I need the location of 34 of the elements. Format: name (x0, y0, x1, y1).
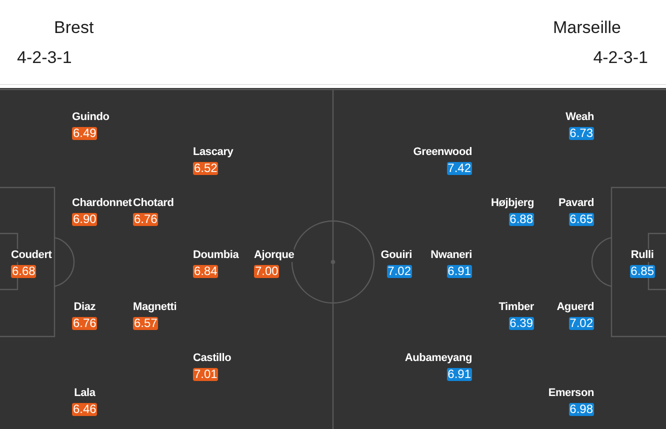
rating-badge: 6.49 (72, 126, 98, 140)
player-name: Pavard (558, 196, 594, 210)
player-name: Lala (72, 386, 98, 400)
rating-badge: 6.52 (193, 162, 218, 174)
team-name: Marseille (552, 18, 621, 38)
player-name: Ajorque (254, 248, 294, 262)
player-name: Lascary (193, 146, 234, 158)
player-name: Magnetti (133, 300, 177, 314)
player-name: Chotard (133, 196, 174, 210)
player-name: Timber (498, 300, 534, 314)
player-name: Chardonnet (72, 196, 132, 210)
formation-label: 4-2-3-1 (17, 48, 72, 68)
rating-badge: 6.68 (11, 264, 36, 278)
rating-badge: 6.46 (72, 402, 98, 416)
player-name: Aubameyang (404, 352, 472, 364)
player-name: Højbjerg (490, 196, 534, 210)
player-name: Nwaneri (430, 248, 472, 262)
rating-badge: 7.01 (193, 368, 218, 380)
rating-badge: 6.84 (193, 264, 218, 278)
player-name: Aguerd (556, 300, 594, 314)
rating-badge: 6.57 (133, 316, 158, 330)
player-name: Emerson (548, 386, 594, 400)
formation-label: 4-2-3-1 (593, 48, 648, 68)
player-name: Diaz (72, 300, 98, 314)
rating-badge: 7.00 (254, 264, 280, 278)
rating-badge: 6.90 (72, 212, 98, 226)
player-name: Greenwood (413, 146, 472, 158)
rating-badge: 6.76 (133, 212, 158, 226)
player-name: Coudert (11, 248, 52, 262)
rating-badge: 6.76 (72, 316, 98, 330)
player-name: Castillo (193, 352, 232, 364)
team-name: Brest (54, 18, 94, 38)
player-name: Guindo (72, 110, 110, 124)
player-name: Doumbia (193, 248, 239, 262)
